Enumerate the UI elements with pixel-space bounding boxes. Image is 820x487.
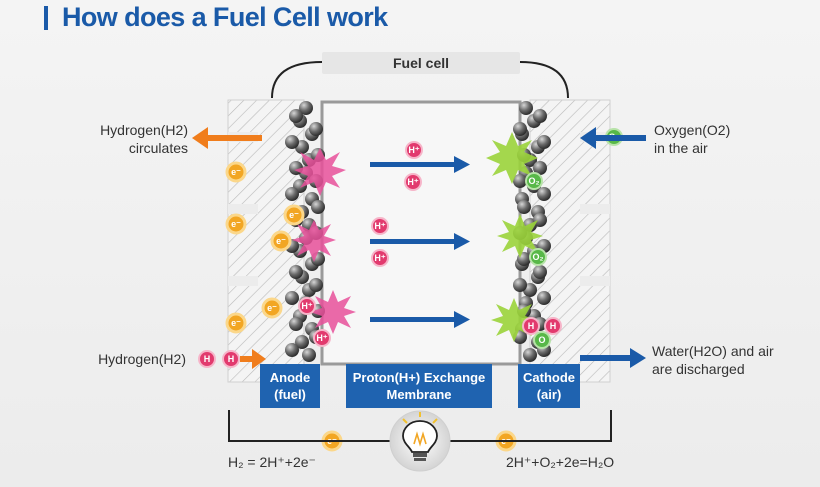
anode-sub-label: (fuel) [274,387,306,402]
proton-ions: H⁺ H⁺ H⁺ H⁺ H⁺ H⁺ [298,141,423,347]
svg-text:H⁺: H⁺ [408,145,419,155]
anode-equation: H₂ = 2H⁺+2e⁻ [228,454,316,470]
svg-text:e⁻: e⁻ [231,219,241,229]
oxygen-label-2: in the air [654,140,708,156]
catalyst-particle [302,348,316,362]
membrane-sub-label: Membrane [386,387,451,402]
svg-text:H⁺: H⁺ [316,333,327,343]
light-bulb-icon [389,410,451,472]
electron: e⁻ [225,161,247,183]
catalyst-particle [517,200,531,214]
anode-catalyst-particles [285,101,325,362]
catalyst-particle [289,109,303,123]
catalyst-particle [289,265,303,279]
title-accent-bar [44,6,48,30]
catalyst-particle [513,122,527,136]
proton-ion: H⁺ [404,173,422,191]
catalyst-particle [533,161,547,175]
electron: e⁻ [225,213,247,235]
hydrogen-circulates-label: Hydrogen(H2) [100,122,188,138]
svg-text:e⁻: e⁻ [231,167,241,177]
catalyst-particle [299,101,313,115]
svg-text:O₂: O₂ [529,176,540,186]
membrane-chamber [320,100,522,366]
svg-text:e⁻: e⁻ [231,318,241,328]
water-molecule: H H O [522,317,562,349]
catalyst-particle [537,135,551,149]
electron: e⁻ [261,297,283,319]
bottom-circuit [228,410,612,442]
catalyst-particle [311,200,325,214]
proton-ion: H⁺ [313,329,331,347]
water-label: Water(H2O) and air [652,343,774,359]
anode-box: Anode (fuel) [260,364,320,408]
hydrogen-input-molecule: H H [198,350,240,368]
catalyst-particle [309,278,323,292]
catalyst-particle [519,101,533,115]
proton-ion: H⁺ [405,141,423,159]
catalyst-particle [285,343,299,357]
svg-text:e⁻: e⁻ [267,303,277,313]
svg-text:H⁺: H⁺ [374,221,385,231]
catalyst-particle [285,187,299,201]
electrons: e⁻ e⁻ e⁻ e⁻ e⁻ e⁻ e⁻ e⁻ [225,161,517,452]
catalyst-particle [533,265,547,279]
svg-text:e⁻: e⁻ [289,210,299,220]
oxygen-molecule: O₂ [529,248,547,266]
proton-ion: H⁺ [371,249,389,267]
oxygen-molecule: O₂ [525,172,543,190]
catalyst-burst-icon [292,132,543,342]
cathode-label: Cathode [523,370,575,385]
electron: e⁻ [270,230,292,252]
water-out-arrow [580,348,646,368]
hydrogen-input-label: Hydrogen(H2) [98,351,186,367]
electron: e⁻ [225,312,247,334]
svg-text:O: O [538,335,545,345]
catalyst-particle [295,335,309,349]
page-title: How does a Fuel Cell work [62,2,388,32]
catalyst-particle [285,291,299,305]
catalyst-particle [533,109,547,123]
water-label-2: are discharged [652,361,745,377]
hydrogen-circulates-label-2: circulates [129,140,188,156]
svg-text:H: H [228,354,235,364]
proton-ion: H⁺ [371,217,389,235]
catalyst-particle [537,291,551,305]
proton-flow-arrows [370,156,470,328]
catalyst-particle [309,122,323,136]
oxygen-label: Oxygen(O2) [654,122,730,138]
svg-text:H: H [550,321,557,331]
cathode-equation: 2H⁺+O₂+2e=H₂O [506,454,614,470]
catalyst-particle [289,317,303,331]
proton-ion: H⁺ [298,297,316,315]
anode-label: Anode [270,370,310,385]
fuel-cell-label-box [322,52,520,74]
svg-text:H⁺: H⁺ [374,253,385,263]
hydrogen-in-arrow [240,349,266,369]
catalyst-particle [513,174,527,188]
svg-text:H: H [528,321,535,331]
catalyst-particle [513,278,527,292]
catalyst-particle [285,135,299,149]
hydrogen-out-arrow [192,127,262,149]
catalyst-particle [533,213,547,227]
cathode-sub-label: (air) [537,387,562,402]
svg-text:H⁺: H⁺ [407,177,418,187]
svg-text:e⁻: e⁻ [276,236,286,246]
membrane-label: Proton(H+) Exchange [353,370,486,385]
svg-text:O₂: O₂ [533,252,544,262]
cathode-box: Cathode (air) [518,364,580,408]
svg-text:H⁺: H⁺ [301,301,312,311]
catalyst-particle [537,187,551,201]
oxygen-in-arrow [580,127,646,149]
fuel-cell-label: Fuel cell [393,55,449,71]
electron: e⁻ [283,204,305,226]
svg-text:H: H [204,354,211,364]
membrane-box: Proton(H+) Exchange Membrane [346,364,492,408]
catalyst-particle [523,348,537,362]
